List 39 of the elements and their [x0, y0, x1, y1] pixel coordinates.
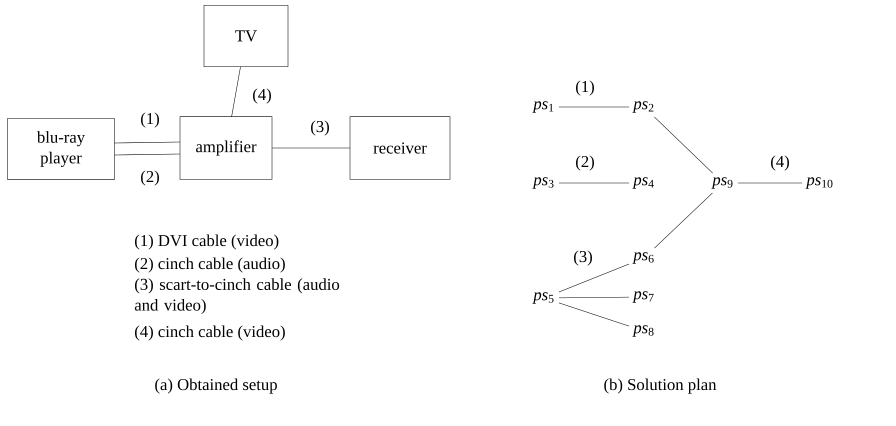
cable-line — [558, 302, 630, 326]
cable-line — [654, 192, 713, 248]
step-label: ps$_{7}$ — [632, 291, 654, 303]
cable-line — [738, 182, 802, 184]
cable-line — [558, 106, 630, 108]
step-label: ps$_{6}$ — [632, 252, 654, 264]
legend-line: (4) cinch cable (video) — [135, 325, 285, 341]
edge-label: (3) — [574, 250, 592, 266]
step-label: ps$_{3}$ — [532, 177, 554, 189]
cable-line — [114, 154, 180, 156]
cable-line — [231, 66, 241, 117]
device-box: TV — [204, 5, 288, 67]
step-label: ps$_{9}$ — [711, 177, 733, 189]
step-label: ps$_{1}$ — [532, 101, 554, 113]
edge-label: (2) — [141, 170, 159, 186]
cable-line — [558, 182, 630, 184]
device-box: amplifier — [180, 116, 272, 180]
cable-line — [558, 296, 630, 298]
step-label: ps$_{2}$ — [632, 101, 654, 113]
device-box: receiver — [350, 116, 450, 180]
cable-line — [114, 142, 180, 144]
edge-label: (4) — [771, 155, 789, 171]
device-box: blu-ray player — [7, 118, 115, 180]
step-label: ps$_{8}$ — [632, 325, 654, 337]
step-label: ps$_{5}$ — [532, 292, 554, 304]
cable-line — [558, 264, 630, 292]
edge-label: (2) — [576, 155, 594, 171]
cable-line — [654, 116, 713, 174]
legend-line: (2) cinch cable (audio) — [135, 257, 285, 273]
edge-label: (3) — [311, 120, 329, 136]
edge-label: (1) — [141, 112, 159, 128]
legend-line: (1) DVI cable (video) — [135, 234, 278, 250]
edge-label: (4) — [253, 88, 271, 104]
caption: (b) Solution plan — [604, 378, 716, 394]
edge-label: (1) — [576, 80, 594, 96]
step-label: ps$_{10}$ — [805, 177, 832, 189]
step-label: ps$_{4}$ — [632, 177, 654, 189]
caption: (a) Obtained setup — [155, 378, 277, 394]
legend-line: (3) scart-to-cinch cable (audio and video) — [134, 278, 340, 314]
